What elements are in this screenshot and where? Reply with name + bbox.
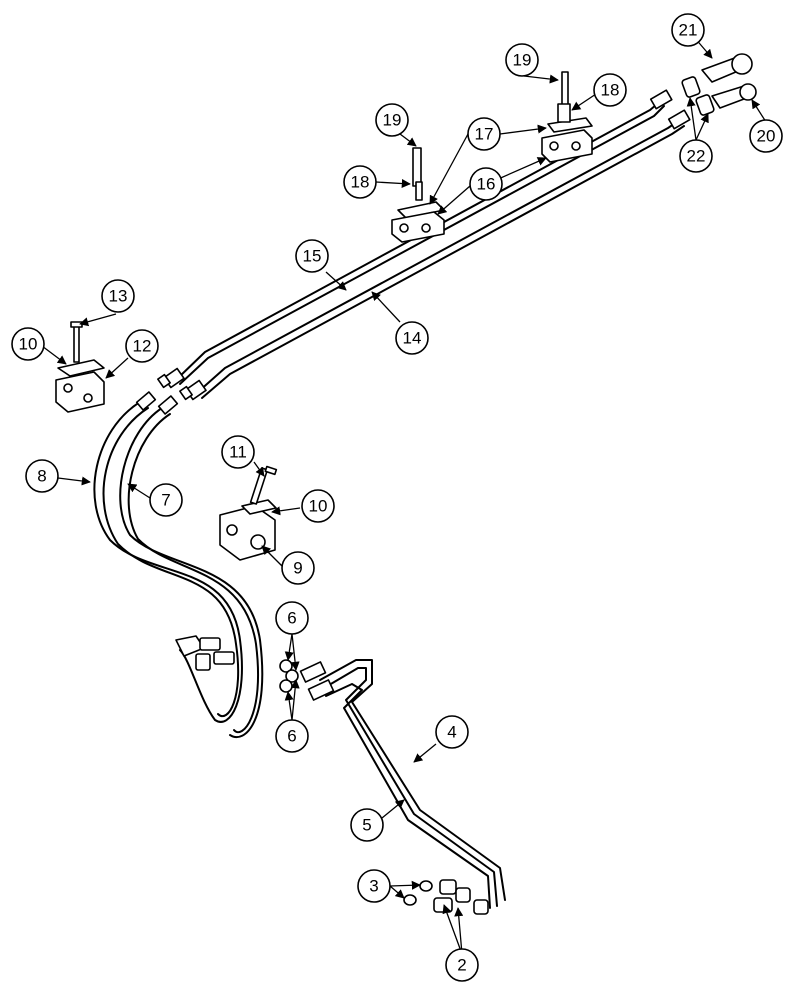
svg-text:10: 10 bbox=[309, 497, 328, 516]
svg-text:4: 4 bbox=[447, 723, 456, 742]
callout-8: 8 bbox=[25, 459, 59, 493]
callout-2: 2 bbox=[445, 948, 479, 982]
callout-7: 7 bbox=[149, 483, 183, 517]
svg-text:6: 6 bbox=[287, 609, 296, 628]
svg-text:19: 19 bbox=[513, 51, 532, 70]
svg-text:18: 18 bbox=[601, 81, 620, 100]
hose-7-end-fitting bbox=[157, 395, 179, 415]
clamp-12-assembly bbox=[55, 321, 105, 413]
callout-15: 15 bbox=[295, 239, 329, 273]
svg-text:11: 11 bbox=[229, 443, 247, 462]
svg-text:18: 18 bbox=[351, 173, 370, 192]
hose-assembly bbox=[93, 391, 264, 738]
svg-text:3: 3 bbox=[369, 877, 378, 896]
svg-text:13: 13 bbox=[109, 287, 128, 306]
svg-text:15: 15 bbox=[303, 247, 322, 266]
callout-5: 5 bbox=[350, 808, 384, 842]
svg-text:20: 20 bbox=[757, 127, 776, 146]
callout-19-left: 19 bbox=[375, 103, 409, 137]
tube-4-upper-fitting bbox=[299, 661, 327, 683]
hose-8-end-fitting bbox=[135, 391, 157, 411]
clamp-16-right-assembly bbox=[541, 71, 593, 163]
upper-tube-assembly bbox=[157, 89, 691, 401]
callout-22: 22 bbox=[679, 139, 713, 173]
callout-19-right: 19 bbox=[505, 43, 539, 77]
tube-15-left-fitting bbox=[157, 367, 185, 389]
svg-text:2: 2 bbox=[457, 956, 466, 975]
tube-14-right-fitting bbox=[667, 109, 691, 130]
lower-tube-assembly bbox=[299, 659, 506, 909]
callout-4: 4 bbox=[435, 715, 469, 749]
callout-18-right: 18 bbox=[593, 73, 627, 107]
callout-11: 11 bbox=[221, 435, 255, 469]
callout-14: 14 bbox=[395, 321, 429, 355]
svg-text:8: 8 bbox=[37, 467, 46, 486]
svg-text:5: 5 bbox=[362, 816, 371, 835]
callout-18-left: 18 bbox=[343, 165, 377, 199]
svg-text:14: 14 bbox=[403, 329, 422, 348]
callout-6-bottom: 6 bbox=[275, 719, 309, 753]
svg-text:17: 17 bbox=[475, 125, 494, 144]
tube-5-upper-fitting bbox=[307, 679, 335, 701]
svg-text:19: 19 bbox=[383, 111, 402, 130]
svg-text:22: 22 bbox=[687, 147, 706, 166]
callout-9: 9 bbox=[281, 551, 315, 585]
callout-12: 12 bbox=[125, 329, 159, 363]
callout-6-top: 6 bbox=[275, 601, 309, 635]
tube-15-right-fitting bbox=[649, 89, 673, 110]
callout-10-lower: 10 bbox=[301, 489, 335, 523]
couplers-assembly bbox=[681, 53, 757, 116]
svg-text:6: 6 bbox=[287, 727, 296, 746]
svg-text:10: 10 bbox=[19, 335, 38, 354]
callout-20: 20 bbox=[749, 119, 783, 153]
callout-17: 17 bbox=[467, 117, 501, 151]
hose-elbow-fittings bbox=[175, 635, 235, 671]
svg-text:12: 12 bbox=[133, 337, 152, 356]
callout-16: 16 bbox=[469, 167, 503, 201]
clamp-9-assembly bbox=[219, 465, 278, 561]
callout-10-upper: 10 bbox=[11, 327, 45, 361]
callout-21: 21 bbox=[671, 13, 705, 47]
callout-3: 3 bbox=[357, 869, 391, 903]
callout-13: 13 bbox=[101, 279, 135, 313]
svg-text:7: 7 bbox=[161, 491, 170, 510]
svg-text:21: 21 bbox=[679, 21, 698, 40]
svg-text:9: 9 bbox=[293, 559, 302, 578]
tube-14-left-fitting bbox=[179, 379, 207, 401]
clamp-16-left-assembly bbox=[391, 147, 445, 243]
svg-text:16: 16 bbox=[477, 175, 496, 194]
leader-lines bbox=[41, 29, 767, 955]
